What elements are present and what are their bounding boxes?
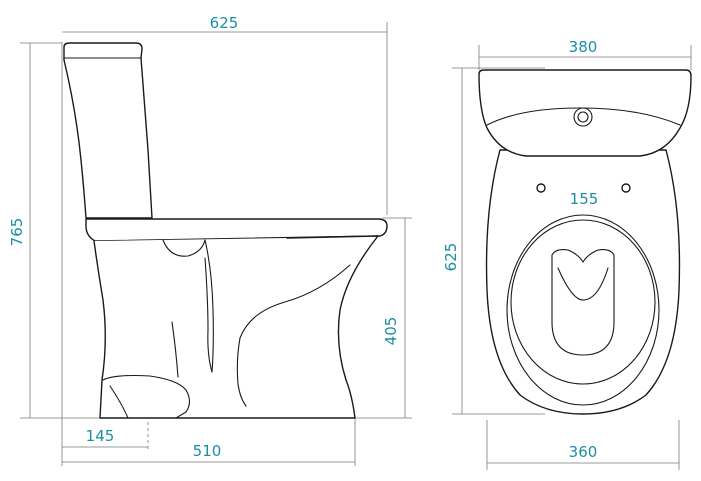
side-view (20, 22, 412, 466)
bowl-side (93, 235, 379, 419)
seat-side (85, 218, 388, 242)
cistern-side (63, 42, 153, 219)
label-outlet-offset: 145 (86, 427, 115, 445)
label-hole-spacing: 155 (570, 190, 599, 208)
label-seat-height: 405 (382, 317, 400, 346)
mounting-hole-left (536, 183, 546, 193)
label-overall-height: 765 (8, 218, 26, 247)
label-tank-width: 380 (569, 38, 598, 56)
mounting-hole-right (621, 183, 631, 193)
flush-button (573, 107, 593, 127)
label-top-length: 625 (442, 243, 460, 272)
label-overall-length: 625 (210, 14, 239, 32)
top-view (452, 45, 692, 470)
bowl-top-outline (485, 149, 681, 415)
label-base-length: 510 (193, 442, 222, 460)
rim-inner (506, 214, 660, 406)
label-bowl-width: 360 (569, 443, 598, 461)
bowl-outlet (551, 249, 615, 356)
